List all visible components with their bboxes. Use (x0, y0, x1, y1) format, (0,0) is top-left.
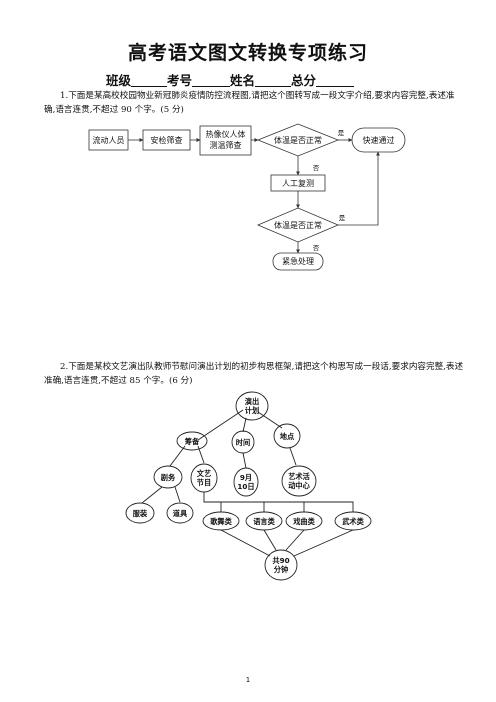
flow-step1-box (142, 129, 191, 151)
map-node-opera (285, 511, 323, 531)
field-exam-number-blank[interactable] (192, 74, 231, 87)
question-2-concept-map (125, 391, 372, 581)
field-class-blank[interactable] (131, 74, 168, 87)
page-title: 高考语文图文转换专项练习 (127, 42, 368, 64)
map-total-label-line1: 共90 (272, 556, 289, 565)
field-exam-number-label: 考号 (167, 73, 193, 88)
field-score-blank[interactable] (316, 74, 355, 87)
map-root-label-line2: 计划 (245, 406, 259, 415)
flow-yes-label-2: 是 (339, 214, 346, 222)
map-link-script-props (174, 486, 181, 503)
map-link-program-bracket (203, 492, 354, 512)
flow-arrow-decision2-yes (338, 151, 380, 226)
map-martial-label: 武术类 (342, 517, 364, 526)
map-costume-label: 服装 (133, 509, 148, 518)
question-1-text: 1.下面是某高校校园物业新冠肺炎疫情防控流程图,请把这个图转写成一段文字介绍,要… (44, 91, 455, 115)
field-class-label: 班级 (106, 73, 132, 88)
map-link-song-total (220, 529, 271, 557)
flow-fast-pass-terminal (351, 127, 406, 153)
field-score-label: 总分 (291, 73, 317, 88)
page-number: 1 (245, 676, 251, 684)
map-node-date (233, 467, 259, 497)
question-2-text: 2.下面是某校文艺演出队教师节慰问演出计划的初步构思框架,请把这个构思写成一段话… (44, 362, 464, 386)
question-2-prompt: 2.下面是某校文艺演出队教师节慰问演出计划的初步构思框架,请把这个构思写成一段话… (44, 360, 464, 388)
map-venue-label-line2: 动中心 (288, 481, 310, 490)
flow-emergency-terminal (272, 252, 324, 271)
map-node-root (235, 391, 269, 421)
map-song-label: 歌舞类 (210, 517, 232, 526)
map-props-label: 道具 (173, 509, 188, 518)
flow-decision1-label: 体温是否正常 (274, 135, 322, 145)
map-link-place-venue (289, 447, 297, 466)
question-1-prompt: 1.下面是某高校校园物业新冠肺炎疫情防控流程图,请把这个图转写成一段文字介绍,要… (44, 89, 464, 117)
flow-decision1-diamond (256, 123, 340, 157)
flow-emergency-label: 紧急处理 (282, 256, 314, 266)
map-link-root-prep (197, 409, 244, 441)
map-opera-label: 戏曲类 (292, 517, 315, 526)
question-1-flowchart-labels: 流动人员 安检筛查 热像仪人体 测温筛查 体温是否正常 快速通过 人工复测 体温… (93, 129, 395, 266)
map-node-total (264, 549, 298, 581)
question-1-flowchart (88, 123, 406, 271)
map-time-label: 时间 (236, 438, 250, 447)
map-link-root-place (257, 411, 283, 429)
flow-yes-label-1: 是 (338, 129, 345, 137)
map-date-label-line2: 10日 (237, 482, 254, 491)
map-venue-label-line1: 艺术活 (288, 472, 310, 481)
map-program-label-line1: 文艺 (196, 469, 211, 478)
map-node-song (202, 511, 240, 531)
flow-start-box (88, 129, 129, 151)
field-name-blank[interactable] (255, 74, 292, 87)
flow-decision2-label: 体温是否正常 (274, 220, 322, 230)
map-program-label-line2: 节目 (197, 478, 211, 487)
flow-start-label: 流动人员 (93, 135, 125, 145)
map-node-martial (334, 511, 372, 531)
map-link-script-costume (141, 486, 163, 504)
flow-step2-box (199, 125, 252, 156)
question-2-concept-map-labels: 演出 计划 筹备 时间 地点 剧务 文艺 节目 9月 10日 艺术活 动中心 服… (133, 397, 365, 574)
flow-recheck-label: 人工复测 (282, 178, 314, 188)
map-prep-label: 筹备 (185, 437, 200, 446)
map-node-place (273, 423, 301, 449)
flow-no-label-1: 否 (313, 164, 320, 172)
map-language-label: 语言类 (253, 517, 275, 526)
flow-fast-pass-label: 快速通过 (363, 135, 395, 145)
map-link-prep-script (169, 445, 186, 467)
map-node-language (245, 511, 283, 531)
map-link-martial-total (293, 529, 354, 557)
map-place-label: 地点 (280, 432, 295, 441)
map-date-label-line1: 9月 (240, 473, 252, 482)
flow-decision2-diamond (256, 207, 340, 243)
map-node-time (231, 430, 255, 454)
map-node-script (153, 465, 183, 489)
map-script-label: 剧务 (161, 473, 176, 482)
map-link-time-date (242, 452, 247, 469)
student-info-fields: 班级 考号 姓名 总分 (106, 70, 355, 89)
flow-no-label-2: 否 (313, 244, 320, 252)
map-link-language-total (263, 529, 277, 551)
flow-step2-label-line2: 测温筛查 (210, 140, 242, 150)
map-root-label-line1: 演出 (245, 397, 259, 406)
flow-step2-label-line1: 热像仪人体 (206, 129, 246, 139)
map-node-costume (125, 502, 155, 524)
map-link-root-time (242, 417, 247, 433)
map-node-venue (281, 465, 317, 497)
field-name-label: 姓名 (230, 73, 256, 88)
flow-step1-label: 安检筛查 (151, 135, 183, 145)
map-total-label-line2: 分钟 (274, 565, 288, 574)
map-link-opera-total (285, 529, 305, 551)
map-node-props (166, 502, 194, 524)
map-node-prep (176, 431, 208, 451)
flow-recheck-box (270, 174, 326, 192)
map-node-program (190, 463, 218, 493)
